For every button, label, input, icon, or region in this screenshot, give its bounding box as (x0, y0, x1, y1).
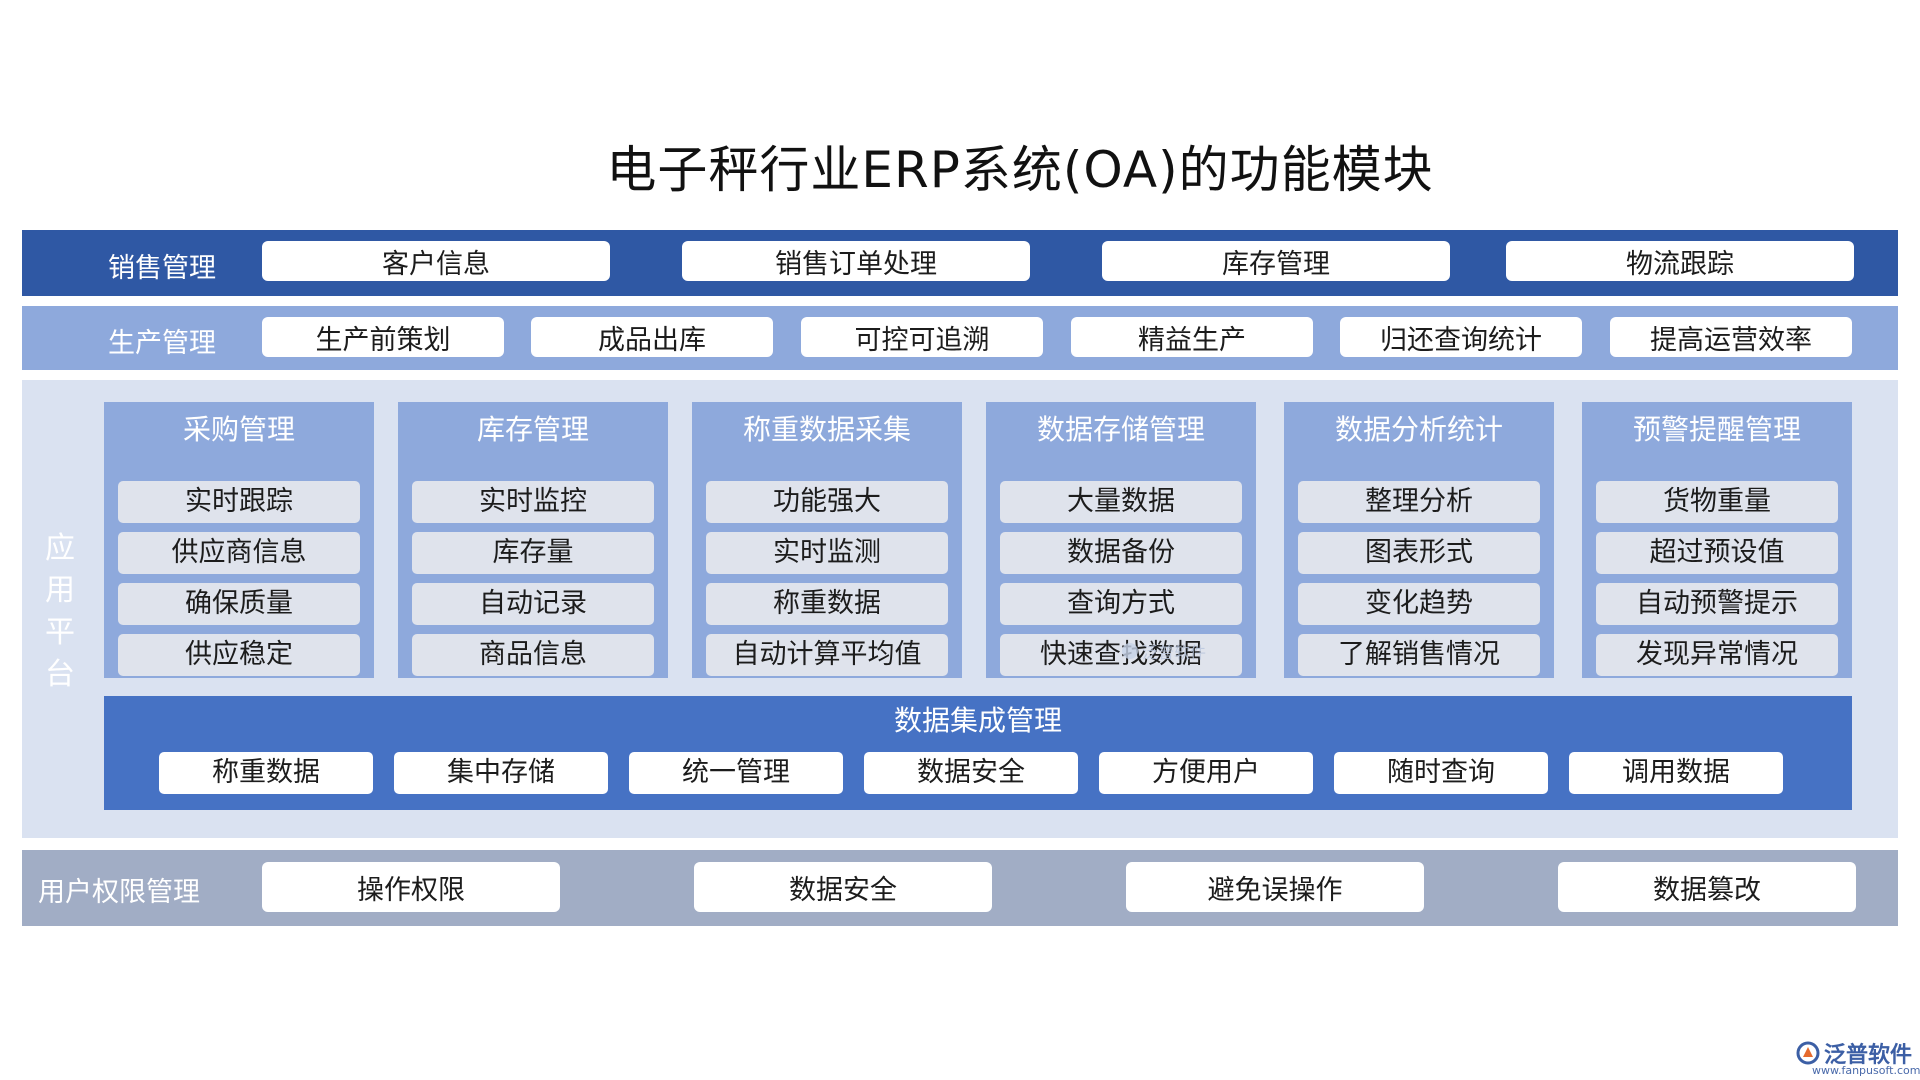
module-item: 自动预警提示 (1596, 583, 1838, 625)
module-item: 快速查找数据 (1000, 634, 1242, 676)
user-permission-item: 数据篡改 (1558, 862, 1856, 912)
module-alert-reminder: 预警提醒管理 货物重量 超过预设值 自动预警提示 发现异常情况 (1582, 402, 1852, 678)
module-item: 库存量 (412, 532, 654, 574)
module-item: 确保质量 (118, 583, 360, 625)
integration-item: 方便用户 (1099, 752, 1313, 794)
module-title: 称重数据采集 (742, 413, 911, 446)
user-permission-item: 避免误操作 (1126, 862, 1424, 912)
platform-label-char: 平 (45, 615, 75, 650)
module-item: 大量数据 (1000, 481, 1242, 523)
user-permission-label: 用户权限管理 (38, 877, 200, 908)
module-item: 了解销售情况 (1298, 634, 1540, 676)
module-title: 数据分析统计 (1334, 413, 1503, 446)
platform-label-char: 应 (45, 531, 75, 566)
platform-label-char: 用 (45, 573, 75, 608)
module-item: 发现异常情况 (1596, 634, 1838, 676)
module-item: 实时监测 (706, 532, 948, 574)
module-item: 实时监控 (412, 481, 654, 523)
data-integration-panel: 数据集成管理 称重数据 集中存储 统一管理 数据安全 方便用户 随时查询 调用数… (104, 696, 1852, 810)
module-item: 超过预设值 (1596, 532, 1838, 574)
module-item: 货物重量 (1596, 481, 1838, 523)
integration-item: 称重数据 (159, 752, 373, 794)
module-item: 查询方式 (1000, 583, 1242, 625)
module-title: 数据存储管理 (1036, 413, 1205, 446)
module-item: 商品信息 (412, 634, 654, 676)
sales-item-order-processing: 销售订单处理 (682, 241, 1030, 281)
module-item: 称重数据 (706, 583, 948, 625)
watermark-logo-icon (1122, 643, 1138, 659)
module-title: 采购管理 (182, 413, 295, 446)
integration-item: 随时查询 (1334, 752, 1548, 794)
user-permission-band: 用户权限管理 操作权限 数据安全 避免误操作 数据篡改 (22, 850, 1898, 926)
module-data-storage: 数据存储管理 大量数据 数据备份 查询方式 快速查找数据 (986, 402, 1256, 678)
watermark: 泛普软件 (1122, 636, 1242, 666)
brand-logo-text: 泛普软件 (1824, 1043, 1913, 1068)
module-item: 自动记录 (412, 583, 654, 625)
integration-title: 数据集成管理 (893, 704, 1062, 737)
production-item-1: 生产前策划 (262, 317, 504, 357)
diagram-title: 电子秤行业ERP系统(OA)的功能模块 (606, 141, 1434, 199)
sales-management-label: 销售管理 (108, 253, 216, 284)
production-item-3: 可控可追溯 (801, 317, 1043, 357)
platform-label-char: 台 (45, 657, 75, 692)
user-permission-item: 操作权限 (262, 862, 560, 912)
production-item-2: 成品出库 (531, 317, 773, 357)
module-procurement: 采购管理 实时跟踪 供应商信息 确保质量 供应稳定 (104, 402, 374, 678)
module-data-analysis: 数据分析统计 整理分析 图表形式 变化趋势 了解销售情况 (1284, 402, 1554, 678)
module-item: 实时跟踪 (118, 481, 360, 523)
module-title: 预警提醒管理 (1632, 413, 1801, 446)
production-management-label: 生产管理 (108, 328, 216, 359)
sales-item-inventory: 库存管理 (1102, 241, 1450, 281)
sales-item-logistics: 物流跟踪 (1506, 241, 1854, 281)
module-title: 库存管理 (476, 413, 589, 446)
module-item: 整理分析 (1298, 481, 1540, 523)
module-item: 供应稳定 (118, 634, 360, 676)
integration-item: 调用数据 (1569, 752, 1783, 794)
brand-logo-icon (1796, 1041, 1820, 1065)
production-item-4: 精益生产 (1071, 317, 1313, 357)
sales-management-band: 销售管理 客户信息 销售订单处理 库存管理 物流跟踪 (22, 230, 1898, 296)
integration-item: 统一管理 (629, 752, 843, 794)
integration-item: 数据安全 (864, 752, 1078, 794)
module-item: 数据备份 (1000, 532, 1242, 574)
module-item: 变化趋势 (1298, 583, 1540, 625)
production-item-5: 归还查询统计 (1340, 317, 1582, 357)
module-inventory: 库存管理 实时监控 库存量 自动记录 商品信息 (398, 402, 668, 678)
production-management-band: 生产管理 生产前策划 成品出库 可控可追溯 精益生产 归还查询统计 提高运营效率 (22, 306, 1898, 370)
application-platform-label: 应 用 平 台 (40, 528, 80, 696)
module-item: 自动计算平均值 (706, 634, 948, 676)
production-item-6: 提高运营效率 (1610, 317, 1852, 357)
brand-logo: 泛普软件 (1796, 1038, 1912, 1068)
module-weighing-data-collection: 称重数据采集 功能强大 实时监测 称重数据 自动计算平均值 (692, 402, 962, 678)
module-item: 图表形式 (1298, 532, 1540, 574)
brand-url: www.fanpusoft.com (1812, 1064, 1920, 1077)
module-item: 供应商信息 (118, 532, 360, 574)
user-permission-item: 数据安全 (694, 862, 992, 912)
application-platform: 应 用 平 台 采购管理 实时跟踪 供应商信息 确保质量 供应稳定 库存管理 实… (22, 380, 1898, 838)
integration-item: 集中存储 (394, 752, 608, 794)
module-item: 功能强大 (706, 481, 948, 523)
sales-item-customer-info: 客户信息 (262, 241, 610, 281)
watermark-text: 泛普软件 (1142, 643, 1207, 662)
